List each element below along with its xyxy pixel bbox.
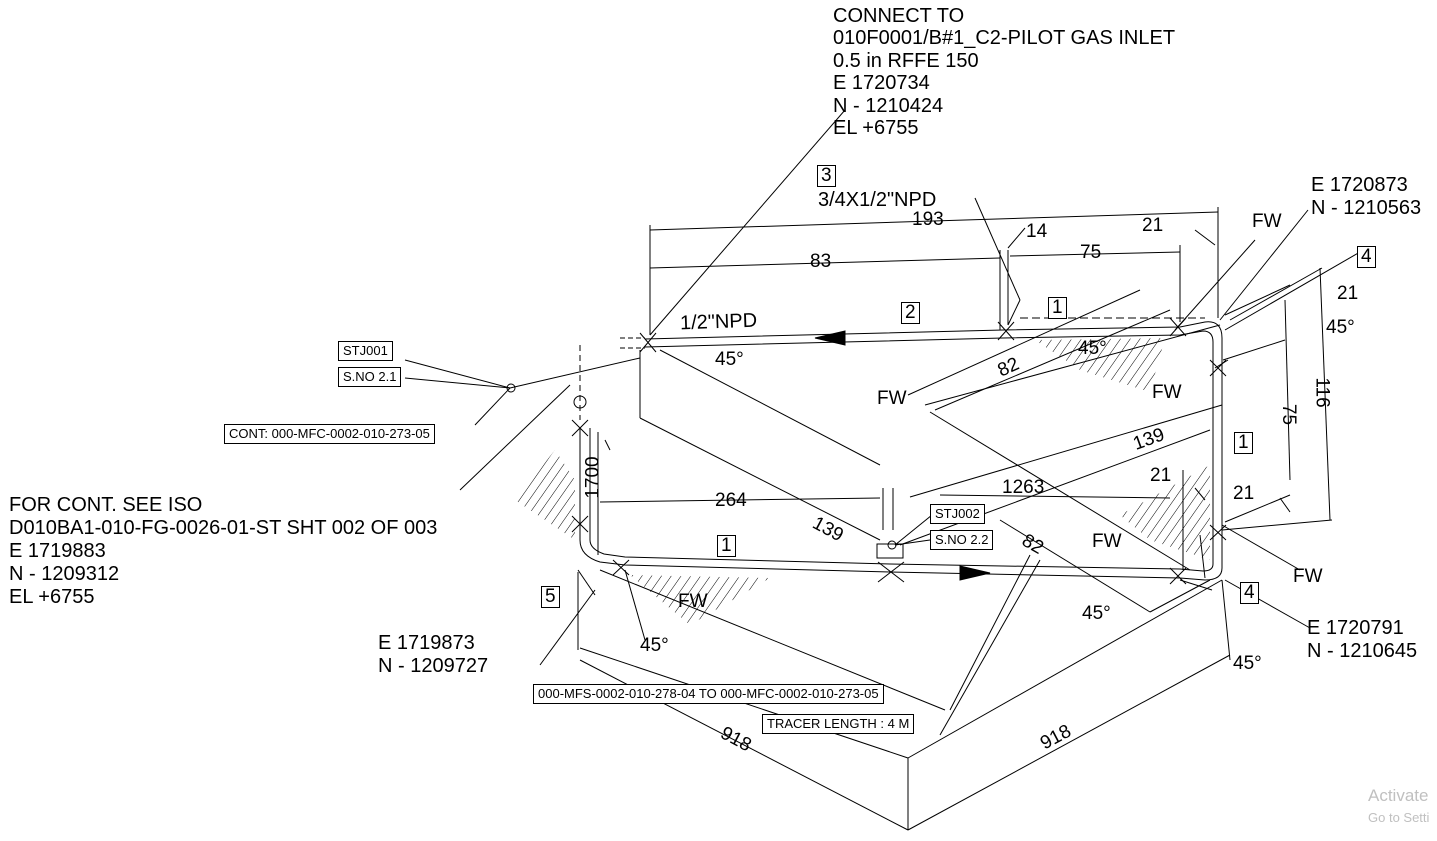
dim-21-lower: 21: [1233, 483, 1255, 504]
fw-label: FW: [877, 388, 907, 409]
dim-21-top: 21: [1142, 215, 1164, 236]
dim-83: 83: [810, 251, 832, 272]
tag-4-bottom: 4: [1240, 582, 1259, 604]
dim-116: 116: [1311, 377, 1333, 408]
dim-75-top: 75: [1080, 242, 1102, 263]
hatch-area: [1120, 465, 1210, 560]
top-note-line-4: E 1720734: [833, 72, 930, 94]
left-note-line-5: EL +6755: [9, 586, 95, 608]
dim-193: 193: [912, 209, 944, 230]
top-note-line-5: N - 1210424: [833, 95, 944, 117]
hatch-area: [1035, 338, 1165, 392]
top-note-line-1: CONNECT TO: [833, 5, 965, 27]
dim-21-right: 21: [1337, 283, 1359, 304]
left-note-line-2: D010BA1-010-FG-0026-01-ST SHT 002 OF 003: [9, 517, 438, 539]
dim-1263: 1263: [1002, 477, 1045, 498]
reducer-npd: 3/4X1/2"NPD: [818, 189, 937, 211]
coord-bottom-right-n: N - 1210645: [1307, 640, 1418, 662]
dim-45-bottom: 45°: [1082, 603, 1111, 624]
tag-1-top: 1: [1048, 297, 1067, 319]
coord-bottom-right-e: E 1720791: [1307, 617, 1404, 639]
left-note-line-1: FOR CONT. SEE ISO: [9, 494, 203, 516]
dim-45-hatch: 45°: [1078, 338, 1107, 359]
stj001-label: STJ001: [338, 341, 393, 361]
cont-label: CONT: 000-MFC-0002-010-273-05: [224, 424, 435, 444]
pipe-run: [579, 321, 1223, 581]
mfs-label: 000-MFS-0002-010-278-04 TO 000-MFC-0002-…: [533, 684, 884, 704]
tag-2: 2: [901, 302, 920, 324]
dim-264: 264: [715, 490, 747, 511]
coord-top-right-e: E 1720873: [1311, 174, 1408, 196]
fw-label: FW: [1152, 382, 1182, 403]
stj002-label: STJ002: [930, 504, 985, 524]
tag-1-right: 1: [1234, 432, 1253, 454]
dim-45-right: 45°: [1326, 317, 1355, 338]
tracer-label: TRACER LENGTH : 4 M: [762, 714, 915, 734]
coord-bottom-left-n: N - 1209727: [378, 655, 489, 677]
fw-label: FW: [678, 591, 708, 612]
fw-label: FW: [1293, 566, 1323, 587]
activate-watermark: Activate: [1368, 786, 1429, 805]
top-note-line-3: 0.5 in RFFE 150: [833, 50, 979, 72]
dim-45-left: 45°: [715, 349, 744, 370]
sno22-label: S.NO 2.2: [930, 530, 994, 550]
dim-14: 14: [1026, 221, 1048, 242]
left-note-line-3: E 1719883: [9, 540, 106, 562]
dim-75-right: 75: [1278, 403, 1300, 426]
dim-21-mid: 21: [1150, 465, 1172, 486]
hatch-area: [515, 450, 575, 540]
fw-label: FW: [1252, 211, 1282, 232]
tag-4-top: 4: [1357, 246, 1376, 268]
tag-5: 5: [541, 586, 560, 608]
top-note-line-2: 010F0001/B#1_C2-PILOT GAS INLET: [833, 27, 1176, 49]
sno21-label: S.NO 2.1: [338, 367, 402, 387]
dim-45-lower-left: 45°: [640, 635, 669, 656]
tag-1-bottom: 1: [717, 535, 736, 557]
left-note-line-4: N - 1209312: [9, 563, 120, 585]
tag-3: 3: [817, 165, 836, 187]
settings-watermark[interactable]: Go to Setti: [1368, 810, 1430, 825]
top-note-line-6: EL +6755: [833, 117, 919, 139]
flow-arrow: [814, 330, 846, 346]
dim-1700: 1700: [582, 456, 604, 499]
coord-bottom-left-e: E 1719873: [378, 632, 475, 654]
dim-45-lower-right: 45°: [1233, 653, 1262, 674]
fw-label: FW: [1092, 531, 1122, 552]
flow-arrow: [959, 565, 991, 581]
coord-top-right-n: N - 1210563: [1311, 197, 1422, 219]
weld-symbol: [571, 317, 1227, 585]
hatch-area: [630, 575, 770, 625]
half-npd-label: 1/2"NPD: [679, 309, 758, 335]
